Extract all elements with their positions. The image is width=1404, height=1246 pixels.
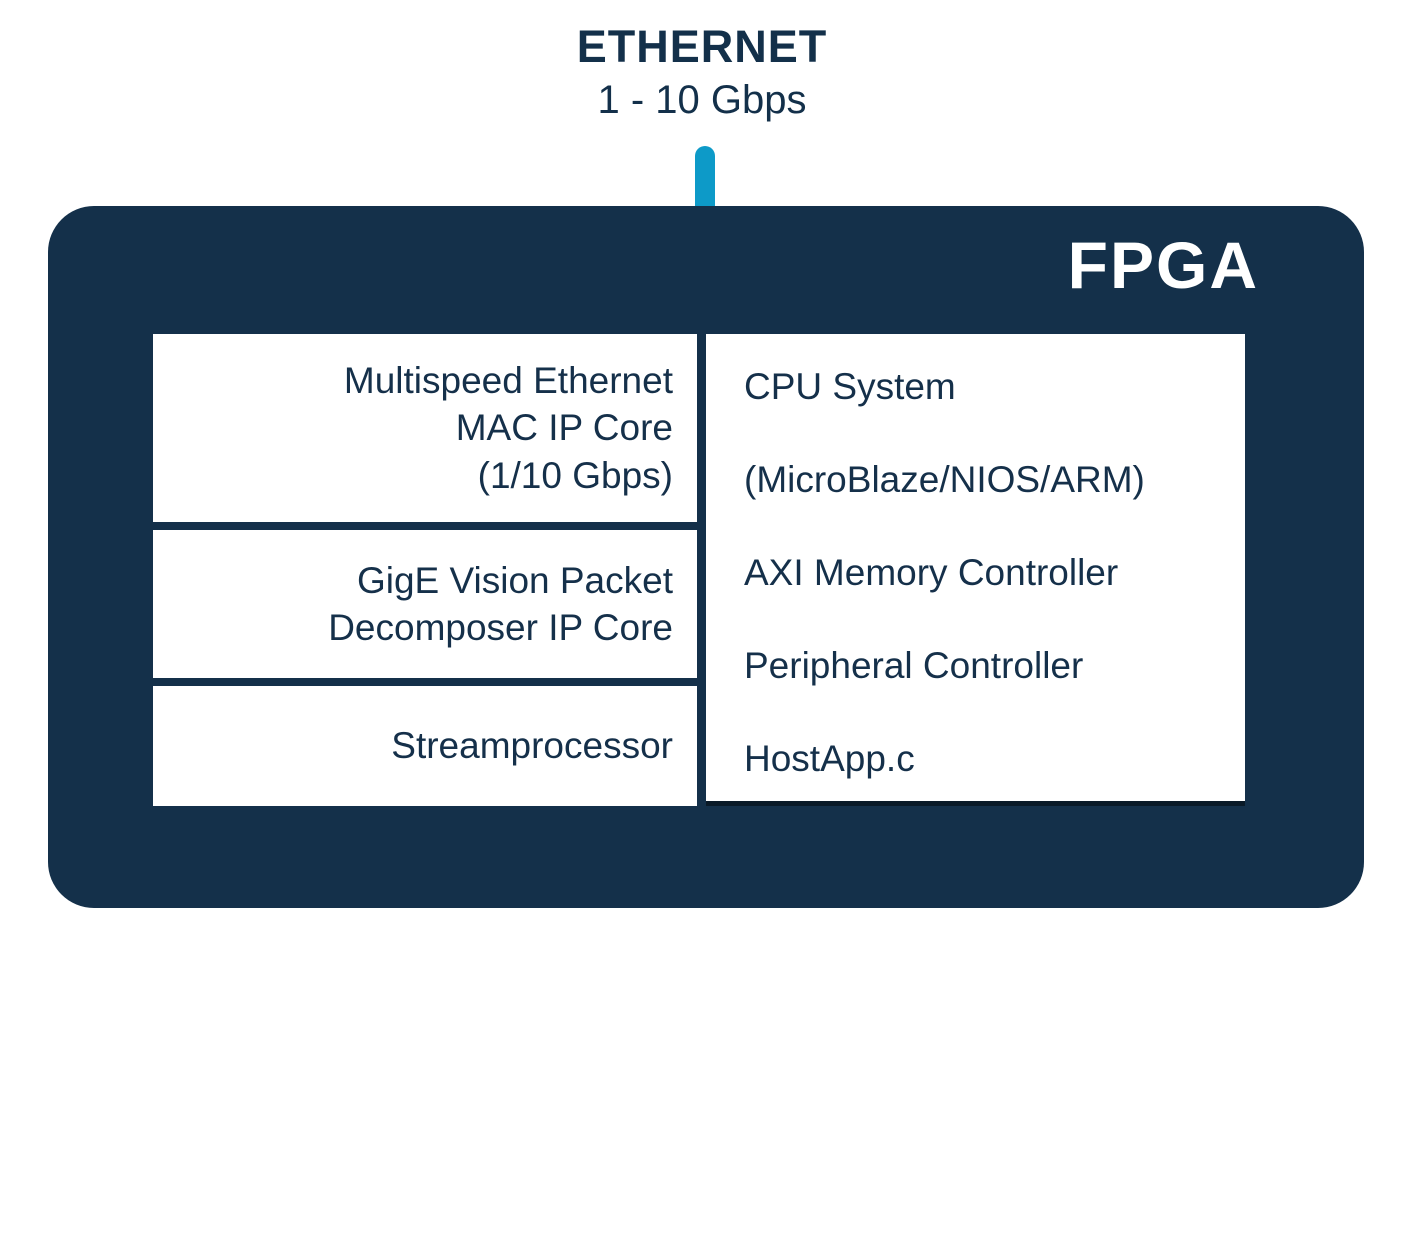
ethernet-speed-label: 1 - 10 Gbps: [597, 78, 807, 123]
list-item-peripheral-controller: Peripheral Controller: [744, 645, 1084, 686]
left-column: Multispeed Ethernet MAC IP Core (1/10 Gb…: [153, 334, 697, 806]
block-label: Streamprocessor: [391, 725, 673, 767]
block-label: Multispeed Ethernet MAC IP Core (1/10 Gb…: [343, 359, 673, 496]
block-label: GigE Vision Packet Decomposer IP Core: [328, 559, 673, 648]
list-item-cpu-variants: (MicroBlaze/NIOS/ARM): [744, 459, 1145, 500]
list-item-hostapp-c: HostApp.c: [744, 738, 915, 779]
block-streamprocessor[interactable]: Streamprocessor: [153, 686, 697, 806]
list-item-axi-memory-controller: AXI Memory Controller: [744, 552, 1119, 593]
block-gige-vision-packet-decomposer[interactable]: GigE Vision Packet Decomposer IP Core: [153, 530, 697, 678]
fpga-label: FPGA: [1067, 228, 1259, 302]
fpga-inner-blocks: Multispeed Ethernet MAC IP Core (1/10 Gb…: [153, 334, 1245, 806]
block-cpu-system[interactable]: CPU System (MicroBlaze/NIOS/ARM) AXI Mem…: [706, 334, 1245, 806]
ethernet-title: ETHERNET: [576, 21, 828, 72]
ethernet-header: ETHERNET 1 - 10 Gbps: [0, 21, 1404, 123]
cpu-system-item-list: CPU System (MicroBlaze/NIOS/ARM) AXI Mem…: [744, 368, 1233, 777]
fpga-chip-container: FPGA Multispeed Ethernet MAC IP Core (1/…: [48, 206, 1364, 908]
block-ethernet-mac-ip-core[interactable]: Multispeed Ethernet MAC IP Core (1/10 Gb…: [153, 334, 697, 522]
list-item-cpu-system: CPU System: [744, 366, 956, 407]
